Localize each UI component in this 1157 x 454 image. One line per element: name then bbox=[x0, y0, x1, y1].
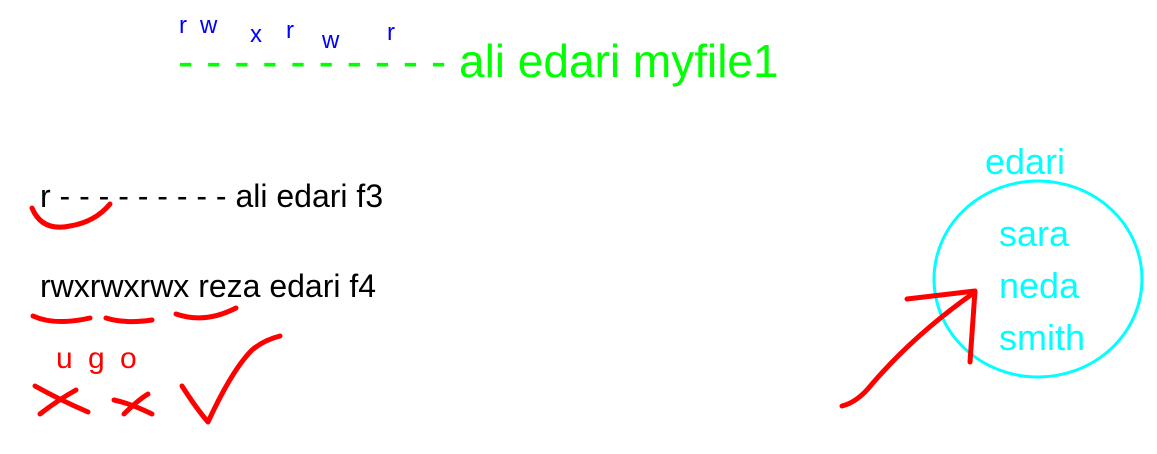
header-dashes: - - - - - - - - - - bbox=[178, 35, 447, 87]
cross-group-b bbox=[121, 391, 151, 417]
permission-row-f4: rwxrwxrwx reza edari f4 bbox=[40, 270, 376, 302]
group-member-sara: sara bbox=[999, 213, 1070, 254]
header-owner-group-file: ali edari myfile1 bbox=[459, 35, 779, 87]
perm-letter-w-2: w bbox=[322, 27, 340, 54]
group-member-smith: smith bbox=[999, 317, 1086, 358]
perm-letter-w-1: w bbox=[200, 12, 218, 39]
cross-user-b bbox=[37, 387, 79, 417]
check-other bbox=[179, 333, 283, 425]
row-perm: rwxrwxrwx bbox=[40, 268, 190, 304]
arrow-shaft bbox=[839, 289, 978, 409]
underline-rwx-group bbox=[103, 315, 155, 325]
cross-user-a bbox=[32, 383, 91, 415]
row-perm: r - - - - - - - - - bbox=[40, 178, 227, 214]
label-other: o bbox=[120, 342, 137, 375]
permission-row-f3: r - - - - - - - - - ali edari f3 bbox=[40, 180, 383, 212]
perm-letter-r-2: r bbox=[286, 17, 294, 44]
label-group: g bbox=[88, 342, 105, 375]
perm-letter-x-1: x bbox=[250, 21, 262, 48]
arrow-head bbox=[904, 288, 978, 365]
row-owner-group-file: ali edari f3 bbox=[226, 178, 384, 214]
underline-rwx-other bbox=[173, 305, 239, 321]
group-name: edari bbox=[985, 141, 1066, 182]
row-owner-group-file: reza edari f4 bbox=[189, 268, 377, 304]
underline-rwx-user bbox=[30, 313, 93, 324]
label-user: u bbox=[56, 342, 73, 375]
group-member-neda: neda bbox=[999, 265, 1080, 306]
cross-group-a bbox=[111, 397, 155, 417]
header-permission-line: - - - - - - - - - - ali edari myfile1 bbox=[178, 38, 779, 84]
perm-letter-r-1: r bbox=[179, 12, 187, 39]
perm-letter-r-3: r bbox=[387, 19, 395, 46]
